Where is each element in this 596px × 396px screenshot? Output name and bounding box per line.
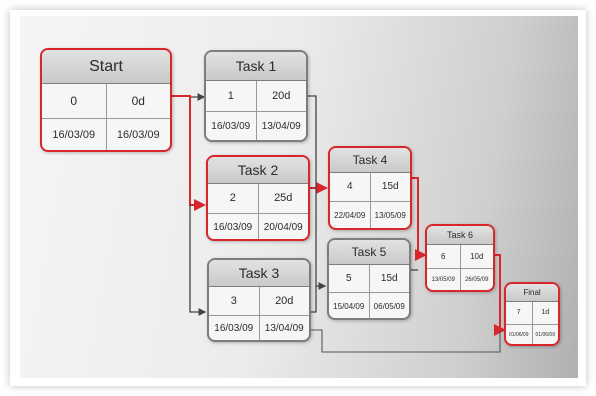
node-id: 2 — [208, 184, 258, 213]
node-start-date: 16/03/09 — [42, 119, 106, 152]
node-finish-date: 13/04/09 — [259, 316, 310, 342]
node-id: 3 — [209, 287, 259, 315]
node-duration: 0d — [106, 84, 171, 118]
link-task3-task5 — [311, 286, 316, 312]
node-start-date: 15/04/09 — [329, 293, 369, 320]
node-task2[interactable]: Task 2 2 25d 16/03/09 20/04/09 — [206, 155, 310, 241]
node-id: 1 — [206, 81, 256, 111]
node-start-date: 13/05/09 — [427, 269, 460, 292]
node-title: Task 4 — [330, 148, 410, 173]
node-finish-date: 16/03/09 — [106, 119, 171, 152]
node-duration: 10d — [460, 245, 494, 268]
node-start-date: 16/03/09 — [208, 214, 258, 241]
node-duration: 1d — [532, 302, 559, 324]
link-task4-task6 — [412, 178, 425, 255]
node-duration: 20d — [256, 81, 307, 111]
node-id: 0 — [42, 84, 106, 118]
node-duration: 25d — [258, 184, 309, 213]
node-duration: 15d — [370, 173, 411, 201]
node-task3[interactable]: Task 3 3 20d 16/03/09 13/04/09 — [207, 258, 311, 342]
link-task1-task5 — [308, 96, 325, 286]
node-task4[interactable]: Task 4 4 15d 22/04/09 13/05/09 — [328, 146, 412, 230]
node-title: Task 1 — [206, 52, 306, 81]
node-start-date: 22/04/09 — [330, 202, 370, 230]
node-title: Final — [506, 284, 558, 302]
node-finish-date: 06/05/09 — [369, 293, 410, 320]
node-duration: 15d — [369, 265, 410, 292]
node-duration: 20d — [259, 287, 310, 315]
node-id: 4 — [330, 173, 370, 201]
node-title: Task 3 — [209, 260, 309, 287]
node-finish-date: 26/05/09 — [460, 269, 494, 292]
node-finish-date: 20/04/09 — [258, 214, 309, 241]
node-start-date: 01/06/09 — [506, 325, 532, 346]
node-start-date: 16/03/09 — [206, 112, 256, 142]
node-id: 5 — [329, 265, 369, 292]
node-final[interactable]: Final 7 1d 01/06/09 01/06/09 — [504, 282, 560, 346]
node-id: 6 — [427, 245, 460, 268]
node-finish-date: 01/06/09 — [532, 325, 559, 346]
node-start[interactable]: Start 0 0d 16/03/09 16/03/09 — [40, 48, 172, 152]
node-task6[interactable]: Task 6 6 10d 13/05/09 26/05/09 — [425, 224, 495, 292]
node-title: Task 5 — [329, 240, 409, 265]
link-start-task3 — [190, 205, 205, 312]
node-finish-date: 13/04/09 — [256, 112, 307, 142]
link-start-task2 — [172, 96, 204, 205]
link-task3-final — [311, 330, 500, 352]
node-task1[interactable]: Task 1 1 20d 16/03/09 13/04/09 — [204, 50, 308, 142]
node-title: Start — [42, 50, 170, 84]
node-title: Task 2 — [208, 157, 308, 184]
node-id: 7 — [506, 302, 532, 324]
node-title: Task 6 — [427, 226, 493, 245]
node-start-date: 16/03/09 — [209, 316, 259, 342]
link-task6-final — [495, 255, 504, 330]
node-finish-date: 13/05/09 — [370, 202, 411, 230]
node-task5[interactable]: Task 5 5 15d 15/04/09 06/05/09 — [327, 238, 411, 320]
